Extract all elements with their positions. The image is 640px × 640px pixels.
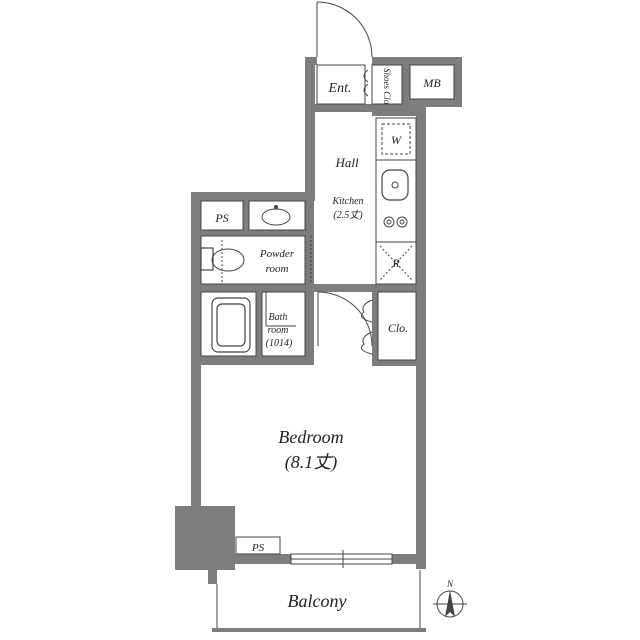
entrance-label: Ent. (328, 81, 352, 96)
entrance-area (316, 64, 366, 105)
closet (360, 291, 417, 361)
kitchen-size: (2.5丈) (333, 209, 363, 221)
wash-basin (248, 200, 306, 231)
bedroom-label: Bedroom (278, 427, 343, 447)
bedroom-door (317, 291, 373, 347)
north-label: N (446, 579, 454, 589)
powder-room (200, 235, 312, 285)
bathroom-label-1: Bath (269, 312, 288, 323)
pipe-space-top-label: PS (214, 211, 228, 225)
meter-box-label: MB (422, 76, 441, 90)
balcony (212, 570, 426, 632)
bathroom (200, 291, 306, 357)
pipe-space-bottom-label: PS (251, 542, 265, 554)
balcony-label: Balcony (288, 591, 347, 611)
powder-room-label-1: Powder (259, 248, 295, 260)
kitchen-label: Kitchen (331, 196, 363, 207)
shoes-closet-label: Shoes Clo (382, 68, 392, 105)
north-compass-icon: N (433, 579, 467, 618)
bathroom-label-2: room (268, 325, 289, 336)
hall-label: Hall (334, 155, 359, 170)
pipe-space-bottom (235, 536, 281, 555)
refrigerator-label: R (391, 256, 400, 270)
kitchen-counter (375, 159, 417, 243)
shoes-closet: Shoes Clo (363, 64, 403, 105)
meter-box (409, 64, 455, 100)
refrigerator-space: R (375, 241, 417, 285)
walls (175, 57, 462, 584)
closet-label: Clo. (388, 321, 408, 335)
bedroom-size: (8.1丈) (285, 452, 338, 473)
washer-space: W (375, 117, 417, 161)
washer-label: W (391, 133, 402, 147)
entrance-door (316, 1, 373, 58)
bathroom-size: (1014) (266, 338, 293, 349)
balcony-window (290, 550, 393, 568)
pipe-space-top (200, 200, 244, 231)
powder-room-label-2: room (266, 263, 289, 275)
